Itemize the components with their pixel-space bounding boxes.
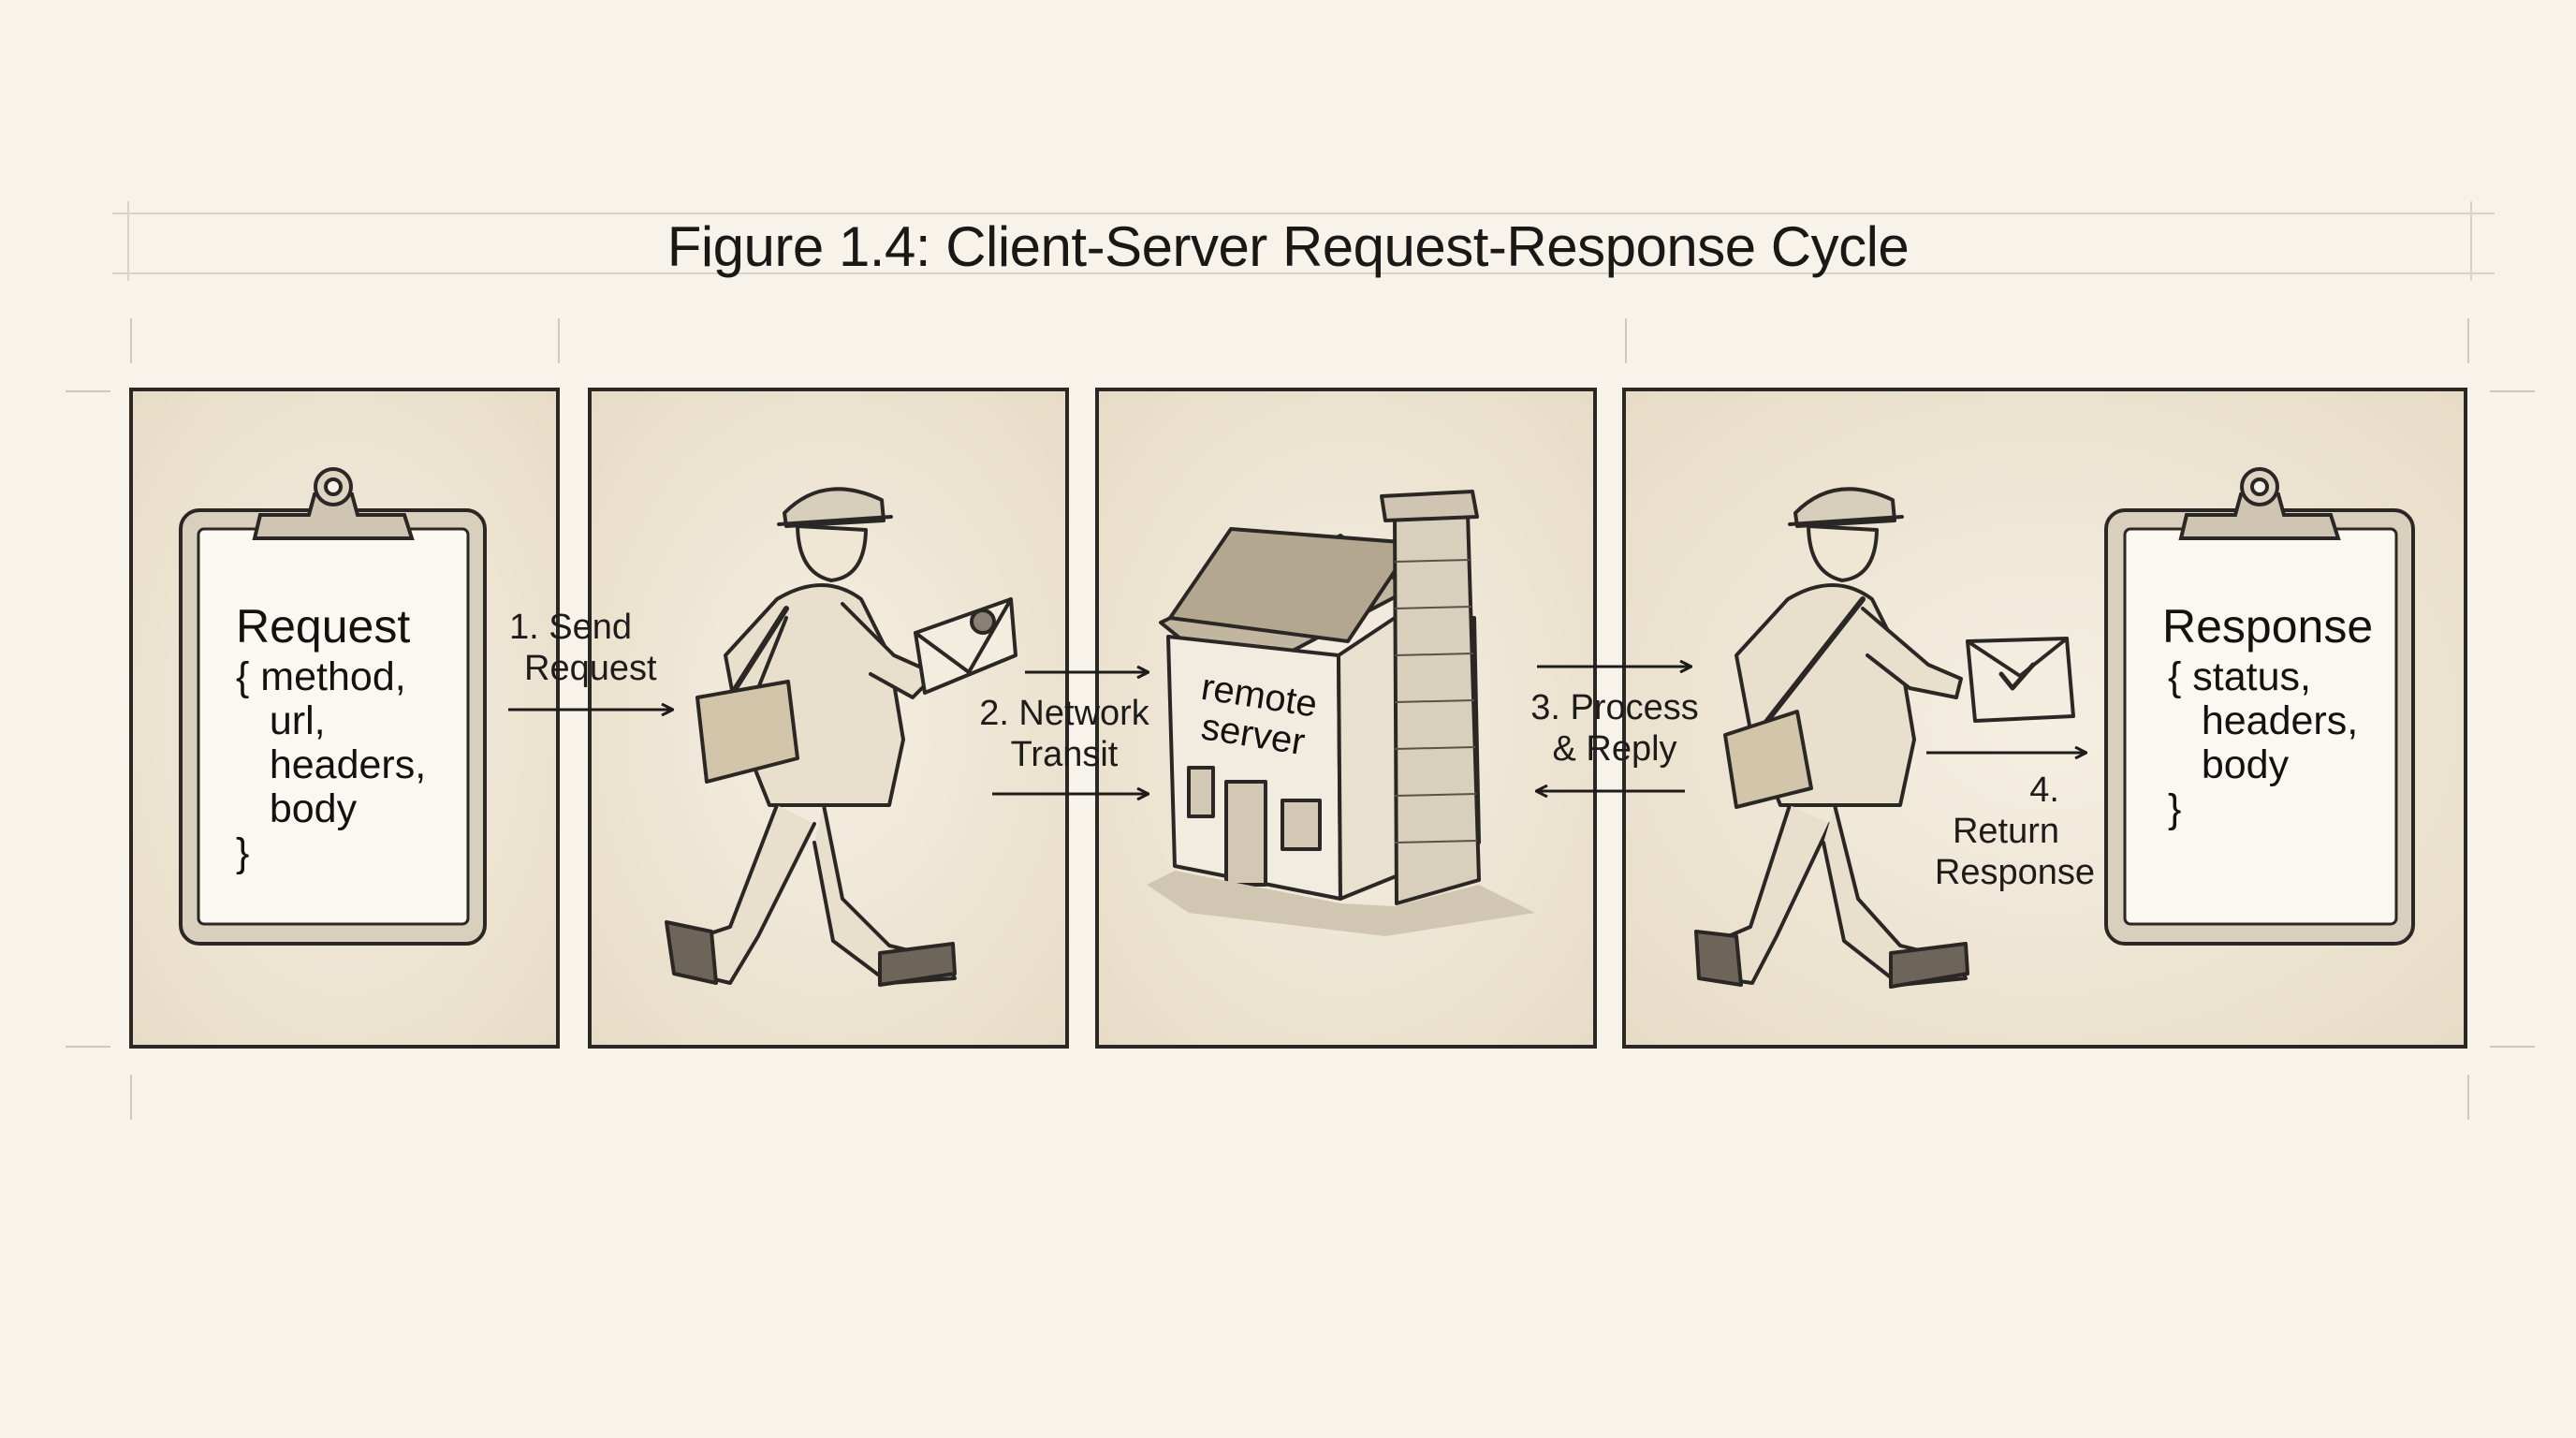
step-label-1: 1. Send Request bbox=[505, 607, 657, 689]
request-clipboard bbox=[181, 469, 485, 944]
step-label-line: Response bbox=[1919, 852, 2095, 893]
request-doc-line: url, bbox=[236, 699, 326, 743]
step-label-line: Transit bbox=[979, 734, 1149, 775]
request-doc-line: { method, bbox=[236, 655, 406, 699]
step-label-2: 2. Network Transit bbox=[979, 693, 1149, 775]
request-doc-line: headers, bbox=[236, 743, 426, 787]
request-doc-line: body bbox=[236, 787, 357, 831]
figure-title: Figure 1.4: Client-Server Request-Respon… bbox=[0, 213, 2576, 281]
response-doc-line: body bbox=[2168, 743, 2289, 787]
step-label-line: & Reply bbox=[1528, 728, 1702, 770]
step-label-line: 3. Process bbox=[1528, 687, 1702, 728]
step-label-4: 4. Return Response bbox=[1919, 770, 2095, 893]
step-label-line: Request bbox=[505, 648, 657, 689]
response-doc-line: { status, bbox=[2168, 655, 2311, 699]
response-doc-line: } bbox=[2168, 787, 2181, 831]
response-doc-title: Response bbox=[2162, 599, 2373, 653]
step-label-line: 1. Send bbox=[505, 607, 657, 648]
step-label-line: 4. Return bbox=[1919, 770, 2095, 852]
response-doc-line: headers, bbox=[2168, 699, 2358, 743]
step-label-line: 2. Network bbox=[979, 693, 1149, 734]
request-doc-title: Request bbox=[236, 599, 410, 653]
step-label-3: 3. Process & Reply bbox=[1528, 687, 1702, 770]
request-doc-line: } bbox=[236, 831, 249, 875]
